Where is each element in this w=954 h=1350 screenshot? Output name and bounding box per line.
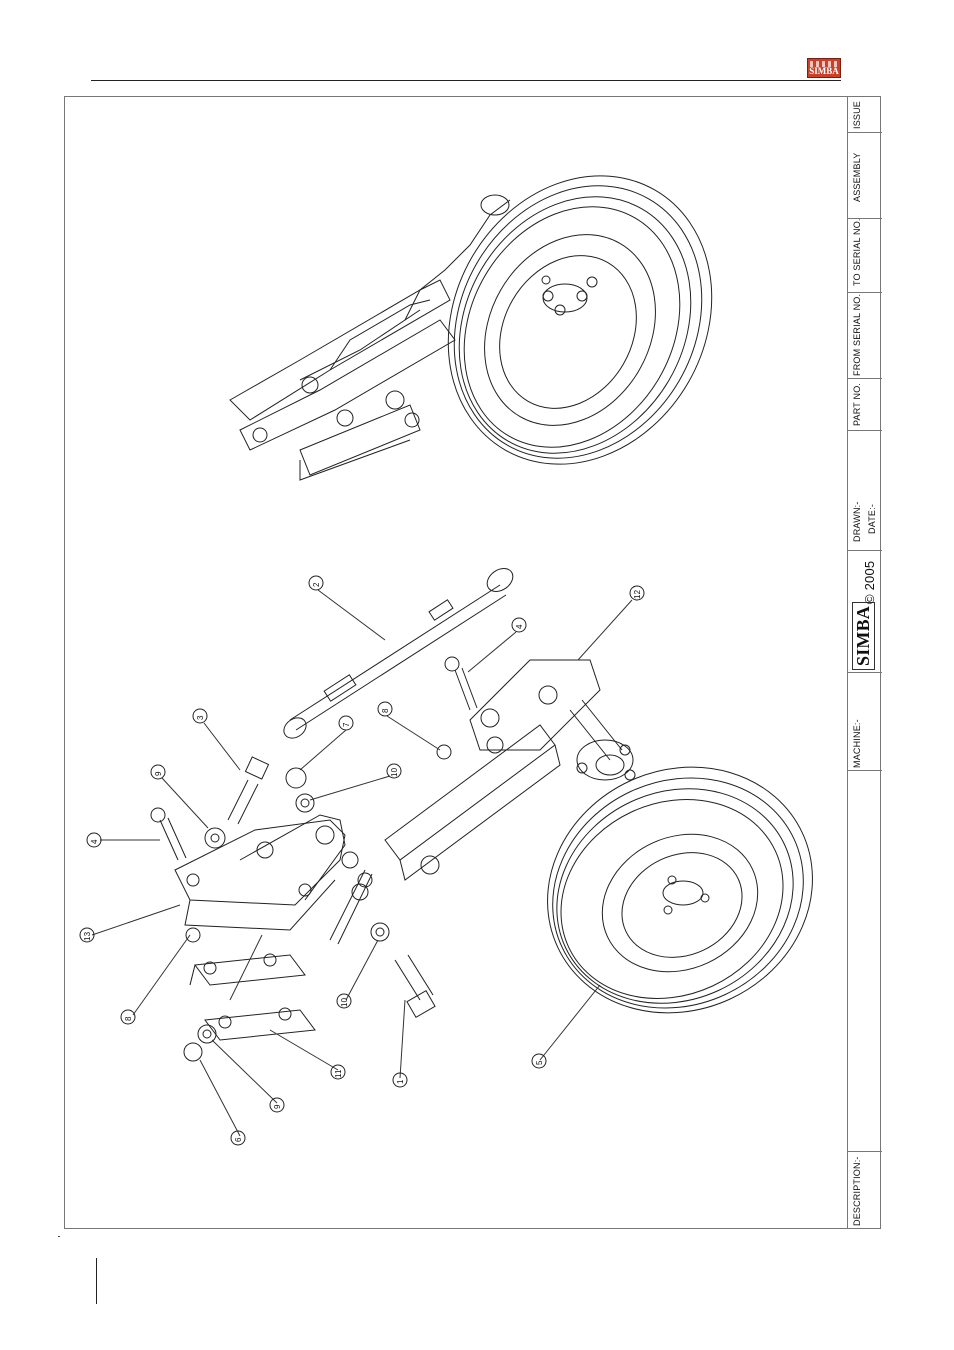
callout-9a: 9 [154,771,163,776]
callout-11: 11 [334,1069,343,1078]
callout-1: 1 [396,1079,405,1084]
callout-4b: 4 [90,839,99,844]
callout-8b: 8 [124,1016,133,1021]
callout-7: 7 [342,722,351,727]
assembled-wheel-view [230,128,763,513]
callout-9b: 9 [273,1104,282,1109]
callout-4a: 4 [515,624,524,629]
exploded-parts-view [151,564,853,1061]
callout-2: 2 [312,582,321,587]
callout-13: 13 [83,932,92,941]
callout-markers [80,576,644,1145]
callout-6: 6 [234,1137,243,1142]
callout-3: 3 [196,715,205,720]
callout-12: 12 [633,590,642,599]
callout-10b: 10 [340,998,349,1007]
leader-lines [92,590,632,1136]
callout-8a: 8 [381,708,390,713]
callout-5: 5 [535,1060,544,1065]
callout-10a: 10 [390,768,399,777]
